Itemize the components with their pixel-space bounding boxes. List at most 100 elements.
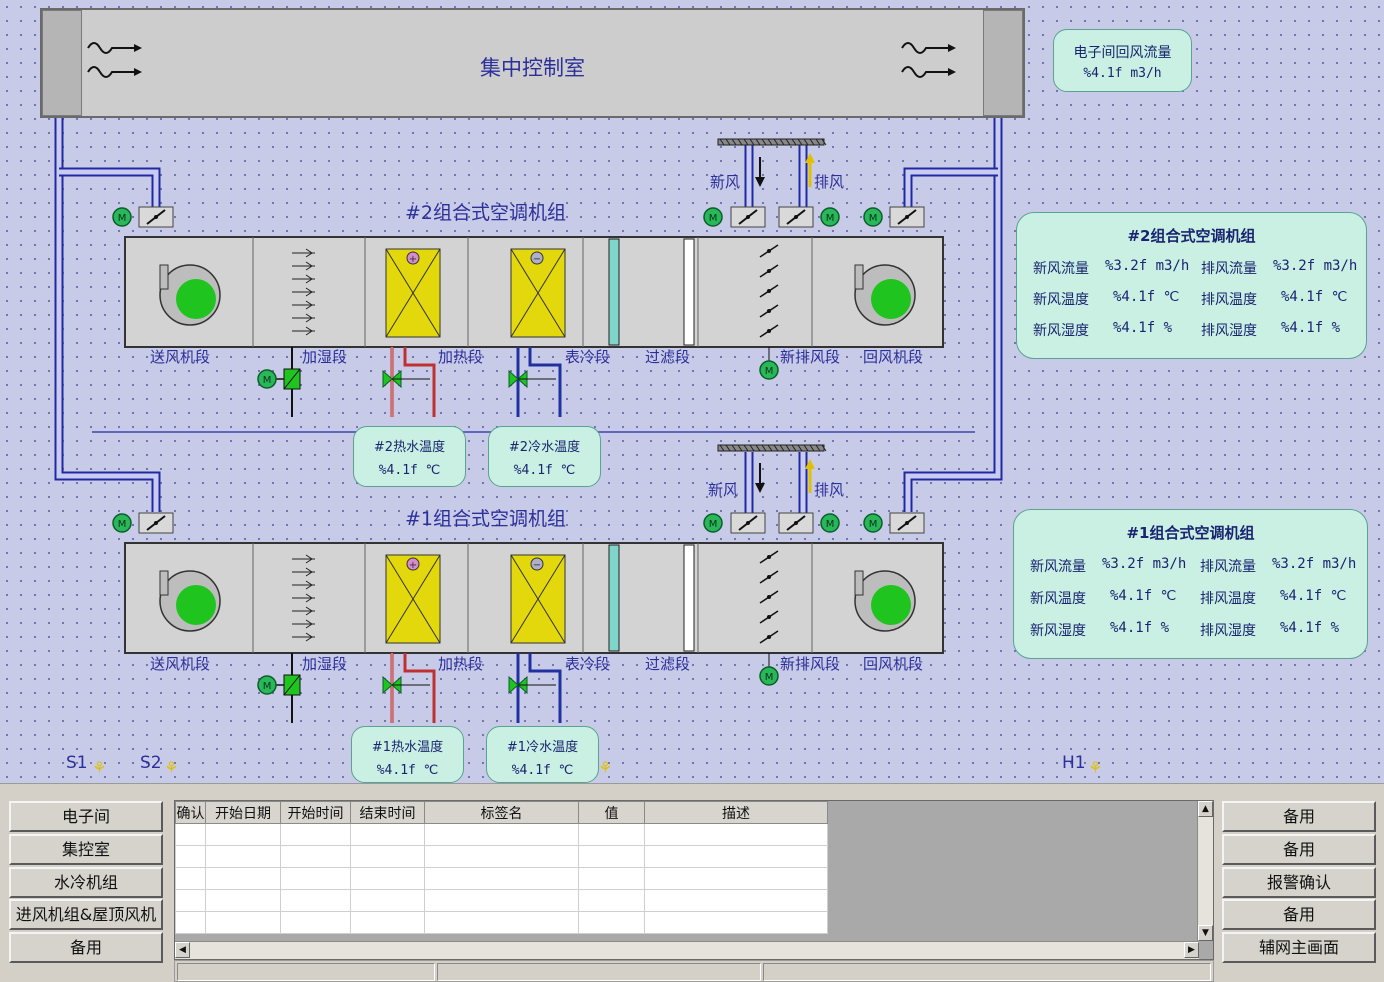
table-cell[interactable] [578, 867, 645, 890]
damper-motor-icon [863, 207, 883, 227]
col-start-time[interactable]: 开始时间 [280, 801, 351, 824]
alarm-vertical-scrollbar[interactable]: ▲ ▼ [1197, 801, 1213, 941]
nav-electronic-room-button[interactable]: 电子间 [9, 801, 163, 832]
panel-label: 排风温度 [1201, 292, 1257, 308]
status-pane [763, 963, 1211, 981]
humidifier-nozzle [305, 313, 313, 323]
unit2-section-label: 加热段 [438, 348, 484, 366]
panel-label: 排风湿度 [1200, 623, 1256, 639]
table-cell[interactable] [175, 845, 206, 868]
col-description[interactable]: 描述 [644, 801, 828, 824]
table-row[interactable] [175, 911, 828, 934]
supply-damper-icon [138, 206, 174, 228]
table-row[interactable] [175, 867, 828, 890]
table-cell[interactable] [350, 823, 425, 846]
col-start-date[interactable]: 开始日期 [205, 801, 281, 824]
table-row[interactable] [175, 823, 828, 846]
col-end-time[interactable]: 结束时间 [350, 801, 425, 824]
alarm-table[interactable]: 确认 开始日期 开始时间 结束时间 标签名 值 描述 ▲ ▼ ◀ ▶ [174, 800, 1214, 960]
table-cell[interactable] [205, 845, 281, 868]
damper-motor-icon [820, 207, 840, 227]
table-cell[interactable] [175, 889, 206, 912]
alarm-horizontal-scrollbar[interactable]: ◀ ▶ [175, 941, 1199, 959]
table-cell[interactable] [175, 911, 206, 934]
table-cell[interactable] [424, 867, 579, 890]
airflow-arrow-icon [87, 42, 143, 78]
sensor-icon[interactable]: ⚘ [1088, 758, 1103, 777]
table-cell[interactable] [350, 867, 425, 890]
unit1-data-panel: #1组合式空调机组 新风流量 %3.2f m3/h 排风流量 %3.2f m3/… [1013, 509, 1368, 659]
status-pane [437, 963, 761, 981]
humidifier-nozzle [305, 554, 313, 564]
scroll-up-icon[interactable]: ▲ [1198, 801, 1213, 817]
table-cell[interactable] [280, 889, 351, 912]
hot-water-return-pipe [403, 347, 436, 417]
panel-value: %4.1f ℃ [1110, 588, 1177, 604]
table-row[interactable] [175, 845, 828, 868]
table-cell[interactable] [424, 889, 579, 912]
table-cell[interactable] [350, 889, 425, 912]
table-cell[interactable] [205, 867, 281, 890]
table-cell[interactable] [175, 823, 206, 846]
unit2-section-label: 回风机段 [863, 348, 924, 366]
table-cell[interactable] [578, 823, 645, 846]
panel-value: %4.1f % [1280, 620, 1340, 636]
auxiliary-main-screen-button[interactable]: 辅网主画面 [1222, 932, 1376, 963]
sensor-icon[interactable]: ⚘ [164, 758, 179, 777]
nav-water-chiller-button[interactable]: 水冷机组 [9, 867, 163, 898]
scroll-down-icon[interactable]: ▼ [1198, 925, 1213, 941]
unit2-panel-title: #2组合式空调机组 [1127, 227, 1256, 245]
table-cell[interactable] [350, 911, 425, 934]
table-cell[interactable] [280, 911, 351, 934]
col-value[interactable]: 值 [578, 801, 645, 824]
table-cell[interactable] [424, 845, 579, 868]
reserve-button-3[interactable]: 备用 [1222, 899, 1376, 930]
panel-label: 排风流量 [1201, 261, 1257, 277]
humidifier-nozzle [305, 326, 313, 336]
col-confirm[interactable]: 确认 [175, 801, 206, 824]
table-cell[interactable] [280, 867, 351, 890]
table-cell[interactable] [205, 911, 281, 934]
scroll-right-icon[interactable]: ▶ [1184, 942, 1199, 958]
return-damper-icon [889, 206, 925, 228]
reserve-button-2[interactable]: 备用 [1222, 834, 1376, 865]
table-cell[interactable] [424, 911, 579, 934]
table-cell[interactable] [644, 911, 828, 934]
table-cell[interactable] [644, 867, 828, 890]
table-cell[interactable] [424, 823, 579, 846]
table-cell[interactable] [644, 845, 828, 868]
col-tag-name[interactable]: 标签名 [424, 801, 579, 824]
table-cell[interactable] [205, 889, 281, 912]
unit2-data-panel: #2组合式空调机组 新风流量 %3.2f m3/h 排风流量 %3.2f m3/… [1016, 212, 1367, 359]
cooling-minus-icon [530, 557, 544, 571]
panel-value: %3.2f m3/h [1102, 556, 1187, 572]
scroll-left-icon[interactable]: ◀ [175, 942, 190, 958]
alarm-confirm-button[interactable]: 报警确认 [1222, 867, 1376, 898]
damper-motor-icon [112, 207, 132, 227]
sensor-icon[interactable]: ⚘ [598, 758, 613, 777]
table-cell[interactable] [644, 889, 828, 912]
nav-control-room-button[interactable]: 集控室 [9, 834, 163, 865]
panel-label: 新风温度 [1033, 292, 1089, 308]
table-cell[interactable] [350, 845, 425, 868]
table-cell[interactable] [578, 889, 645, 912]
exhaust-damper-icon [778, 512, 814, 534]
nav-reserve-button[interactable]: 备用 [9, 932, 163, 963]
damper-motor-icon [820, 513, 840, 533]
table-cell[interactable] [644, 823, 828, 846]
humidifier-nozzle [305, 274, 313, 284]
table-cell[interactable] [280, 823, 351, 846]
nav-intake-fan-roof-fan-button[interactable]: 进风机组&屋顶风机 [9, 899, 163, 930]
table-row[interactable] [175, 889, 828, 912]
reserve-button-1[interactable]: 备用 [1222, 801, 1376, 832]
panel-value: %3.2f m3/h [1105, 258, 1190, 274]
table-cell[interactable] [175, 867, 206, 890]
panel-label: 新风流量 [1030, 559, 1086, 575]
table-cell[interactable] [205, 823, 281, 846]
table-cell[interactable] [578, 911, 645, 934]
filter-panel [608, 238, 620, 346]
table-cell[interactable] [578, 845, 645, 868]
control-room-right-panel [983, 10, 1023, 116]
table-cell[interactable] [280, 845, 351, 868]
sensor-icon[interactable]: ⚘ [92, 758, 107, 777]
